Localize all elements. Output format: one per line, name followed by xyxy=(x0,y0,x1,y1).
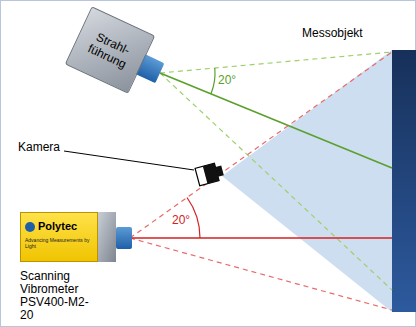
camera-lens xyxy=(215,166,223,177)
node-text: Polytec xyxy=(38,220,77,233)
vibrometer-cap xyxy=(98,212,116,262)
vibrometer-box: PolytecAdvancing Measurements by Light xyxy=(20,212,98,262)
object-heading: Messobjekt xyxy=(302,26,392,46)
part-label: Kamera xyxy=(18,141,60,154)
laser-beam xyxy=(130,237,392,239)
beam-limit xyxy=(130,238,392,310)
camera-body xyxy=(203,163,219,183)
node-text: Strahl- führung xyxy=(77,25,143,76)
laser-beam xyxy=(160,73,392,168)
measurement-object xyxy=(392,50,416,312)
camera-body xyxy=(195,163,219,186)
device-name: Scanning Vibrometer PSV400-M2-20 xyxy=(20,270,94,322)
camera-symbol xyxy=(195,162,225,186)
node-text: Advancing Measurements by Light xyxy=(25,237,93,249)
logo-icon xyxy=(25,222,35,232)
angle-arc xyxy=(211,68,215,94)
leader-line xyxy=(64,151,194,170)
nozzle xyxy=(116,227,132,249)
beam-guide-box: Strahl- führung xyxy=(65,6,155,94)
beam-limit xyxy=(160,73,392,290)
camera-field-of-view xyxy=(222,50,392,312)
angle-label: 20° xyxy=(218,74,236,87)
angle-label: 20° xyxy=(172,214,190,227)
beam-limit xyxy=(130,52,392,238)
beam-limit xyxy=(160,52,392,73)
node-text: Messobjekt xyxy=(302,26,392,40)
